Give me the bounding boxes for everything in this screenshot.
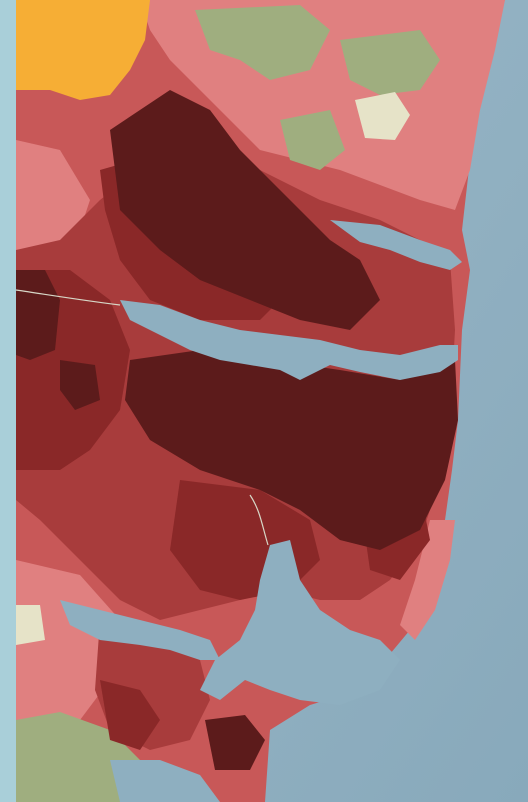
harbour xyxy=(120,300,458,380)
region-green-southwest xyxy=(16,712,140,802)
region-cream-west xyxy=(16,605,45,645)
region-darkest-red-north xyxy=(110,90,380,330)
region-darkest-red-main xyxy=(125,350,458,550)
region-green-northeast xyxy=(340,30,440,95)
region-darkest-red-west xyxy=(16,270,60,360)
lower-inlet xyxy=(110,760,220,802)
south-river xyxy=(60,600,220,660)
north-river xyxy=(330,220,462,270)
region-darkest-red-southwest xyxy=(60,360,100,410)
region-green-north xyxy=(195,5,330,80)
creek-west xyxy=(15,289,121,306)
region-deep-red-lower-left xyxy=(100,680,160,750)
region-green-mid xyxy=(280,110,345,170)
orange-region[interactable] xyxy=(16,0,150,100)
region-light-red-east-coast xyxy=(400,520,455,640)
region-darkest-red-south-strip xyxy=(205,715,265,770)
botany-bay xyxy=(200,540,400,705)
creek-south xyxy=(249,494,269,546)
region-cream-north xyxy=(355,92,410,140)
